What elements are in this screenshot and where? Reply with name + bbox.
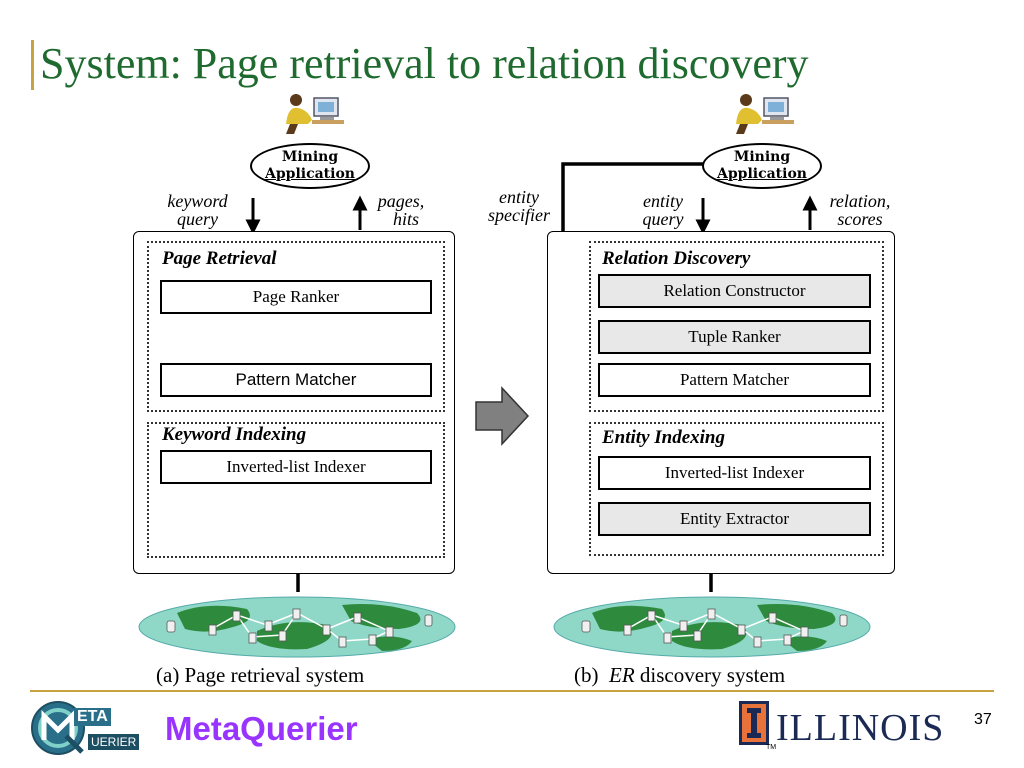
inverted-list-indexer-component: Inverted-list Indexer <box>160 450 432 484</box>
pages-hits-label: pages,hits <box>377 191 425 229</box>
section-title: Relation Discovery <box>602 248 751 269</box>
caption-suffix: discovery system <box>639 663 786 687</box>
pattern-matcher-component: Pattern Matcher <box>598 363 871 397</box>
section-title: Page Retrieval <box>162 248 277 269</box>
section-title: Keyword Indexing <box>162 424 307 445</box>
app-label-line1: Mining <box>281 149 339 165</box>
metaquerier-logo: ETA UERIER <box>30 700 150 760</box>
app-label-line2: Application <box>717 166 807 182</box>
app-label-line2: Application <box>265 166 355 182</box>
caption-prefix: (b) <box>574 663 599 687</box>
relation-discovery-section <box>589 241 884 412</box>
logo-badge-top: ETA <box>74 708 111 726</box>
page-number: 37 <box>974 711 992 728</box>
relation-constructor-component: Relation Constructor <box>598 274 871 308</box>
illinois-block-i-icon <box>739 701 769 745</box>
metaquerier-text: MetaQuerier <box>165 710 358 747</box>
app-label-line1: Mining <box>733 149 791 165</box>
entity-indexing-section <box>589 422 884 556</box>
logo-badge-bottom: UERIER <box>88 734 140 750</box>
tuple-ranker-component: Tuple Ranker <box>598 320 871 354</box>
person-at-computer-icon <box>286 94 344 134</box>
metaquerier-emblem-icon <box>31 701 85 755</box>
person-at-computer-icon <box>736 94 794 134</box>
transform-arrow-icon <box>475 386 530 446</box>
pattern-matcher-component: Pattern Matcher <box>160 363 432 397</box>
relation-scores-label: relation,scores <box>829 191 891 229</box>
title-accent-bar <box>31 40 34 90</box>
footer-divider <box>30 690 994 692</box>
caption-italic: ER <box>609 663 635 687</box>
keyword-indexing-section <box>147 422 445 558</box>
illinois-wordmark: ILLINOIS <box>776 707 945 749</box>
page-ranker-component: Page Ranker <box>160 280 432 314</box>
inverted-list-indexer-component: Inverted-list Indexer <box>598 456 871 490</box>
page-retrieval-section <box>147 241 445 412</box>
slide-title: System: Page retrieval to relation disco… <box>40 39 809 88</box>
left-caption: (a) Page retrieval system <box>156 663 365 687</box>
right-caption: (b) ER discovery system <box>574 663 785 688</box>
web-globe-icon <box>138 596 456 658</box>
entity-extractor-component: Entity Extractor <box>598 502 871 536</box>
trademark-mark: TM <box>766 744 777 751</box>
web-globe-icon <box>553 596 871 658</box>
section-title: Entity Indexing <box>602 427 725 448</box>
